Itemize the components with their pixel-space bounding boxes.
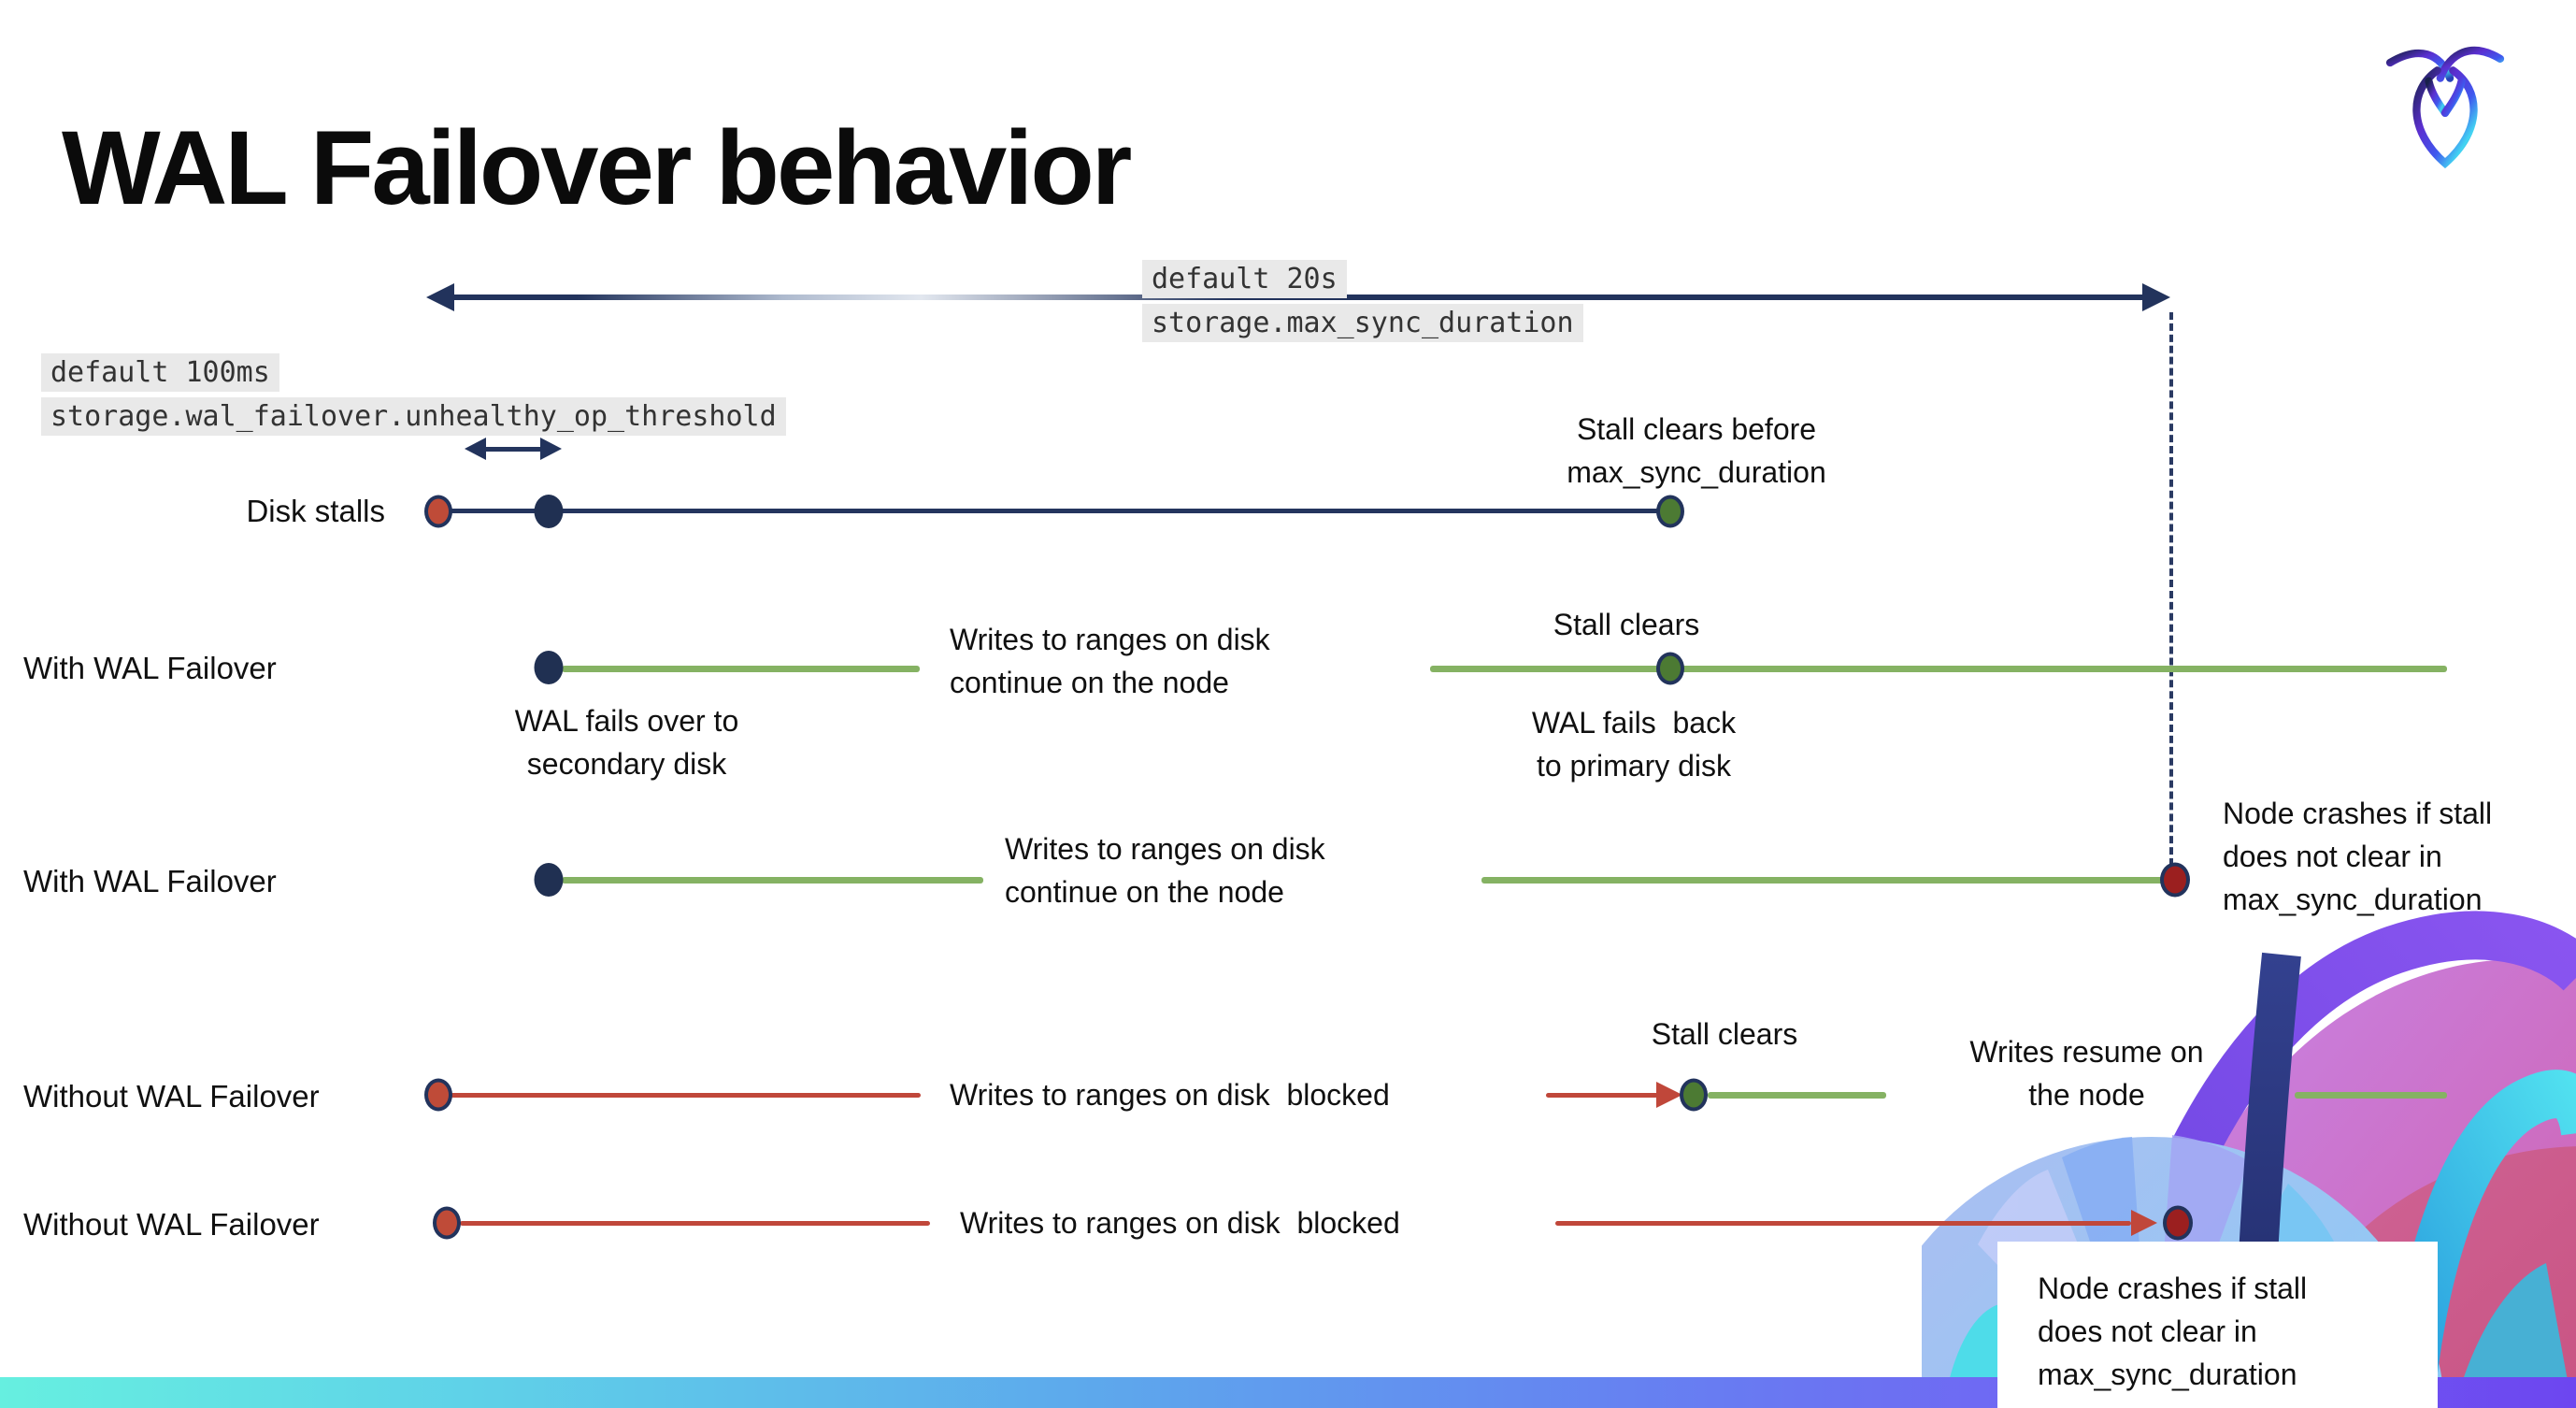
- unhealthy-op-threshold-setting-label: default 100ms storage.wal_failover.unhea…: [41, 353, 786, 436]
- stall-clears-annotation: Stall clears: [1651, 1017, 1798, 1051]
- arrowhead-left-icon: [465, 438, 486, 460]
- writes-blocked-line: [1546, 1093, 1658, 1098]
- failover-threshold-dot: [534, 495, 564, 528]
- arrowhead-right-icon: [2131, 1210, 2157, 1236]
- page-title: WAL Failover behavior: [62, 109, 1132, 227]
- fails-over-annotation: WAL fails over to secondary disk: [514, 704, 739, 781]
- writes-blocked-annotation: Writes to ranges on disk blocked: [960, 1206, 1400, 1240]
- max-sync-duration-deadline-line: [2169, 312, 2173, 866]
- writes-resume-line: [1708, 1092, 1886, 1099]
- node-crashes-annotation: Node crashes if stall does not clear in …: [2223, 797, 2493, 916]
- setting-name-label: storage.wal_failover.unhealthy_op_thresh…: [41, 397, 786, 436]
- wal-failover-trigger-dot: [534, 863, 564, 897]
- writes-resume-annotation: Writes resume on the node: [1969, 1035, 2204, 1112]
- writes-continue-annotation: Writes to ranges on disk continue on the…: [950, 623, 1270, 699]
- row-label-with-wal-failover: With WAL Failover: [23, 864, 277, 898]
- unhealthy-op-threshold-range-arrow: [479, 447, 550, 452]
- crash-note-box: Node crashes if stall does not clear in …: [1997, 1242, 2438, 1408]
- fails-back-annotation: WAL fails back to primary disk: [1531, 706, 1737, 783]
- cockroachdb-logo-icon: [2385, 46, 2505, 169]
- row-label-with-wal-failover: With WAL Failover: [23, 651, 277, 685]
- stall-clears-dot: [1656, 495, 1684, 528]
- row-label-without-wal-failover: Without WAL Failover: [23, 1079, 320, 1113]
- writes-resume-line: [2295, 1092, 2447, 1099]
- disk-stall-start-dot: [433, 1206, 461, 1240]
- max-sync-duration-setting-label: default 20s storage.max_sync_duration: [1142, 260, 1583, 342]
- artwork-teal-wedge: [2454, 1263, 2573, 1408]
- writes-continue-line: [562, 666, 920, 672]
- writes-continue-line: [562, 877, 983, 884]
- writes-blocked-line: [460, 1221, 930, 1226]
- writes-continue-annotation: Writes to ranges on disk continue on the…: [1005, 832, 1325, 909]
- writes-blocked-annotation: Writes to ranges on disk blocked: [950, 1078, 1390, 1112]
- stall-timeline-line: [449, 509, 548, 513]
- writes-continue-line: [1481, 877, 2171, 884]
- default-value-label: default 20s: [1142, 260, 1347, 298]
- arrowhead-right-icon: [540, 438, 562, 460]
- node-crashes-annotation: Node crashes if stall does not clear in …: [2038, 1272, 2308, 1391]
- disk-stall-start-dot: [424, 495, 452, 528]
- arrowhead-right-icon: [1656, 1082, 1682, 1108]
- disk-stall-start-dot: [424, 1078, 452, 1112]
- arrowhead-left-icon: [426, 283, 454, 311]
- wal-failover-trigger-dot: [534, 651, 564, 684]
- setting-name-label: storage.max_sync_duration: [1142, 304, 1583, 342]
- node-crash-dot: [2160, 862, 2190, 898]
- stall-clears-dot: [1656, 652, 1684, 685]
- arrowhead-right-icon: [2142, 283, 2170, 311]
- stall-clears-dot: [1680, 1078, 1708, 1112]
- stall-clears-annotation: Stall clears: [1553, 608, 1700, 641]
- node-crash-dot: [2163, 1205, 2193, 1241]
- row-label-disk-stalls: Disk stalls: [246, 494, 385, 528]
- writes-blocked-line: [1555, 1221, 2131, 1226]
- writes-blocked-line: [451, 1093, 921, 1098]
- stall-clears-before-annotation: Stall clears before max_sync_duration: [1567, 412, 1826, 489]
- row-label-without-wal-failover: Without WAL Failover: [23, 1207, 320, 1242]
- default-value-label: default 100ms: [41, 353, 279, 392]
- stall-timeline-line: [559, 509, 1660, 513]
- writes-continue-line: [1430, 666, 2447, 672]
